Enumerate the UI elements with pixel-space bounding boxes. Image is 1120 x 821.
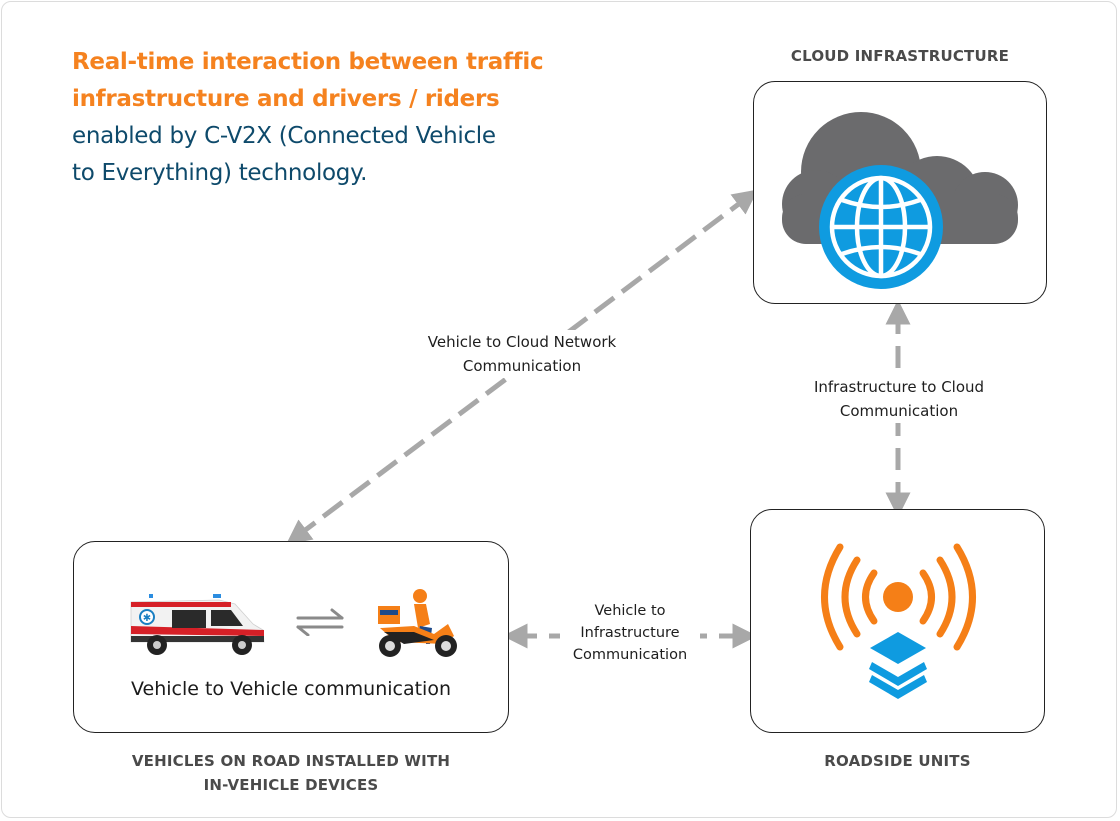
roadside-units-node xyxy=(750,509,1045,733)
vehicle-to-cloud-label-line-1: Vehicle to Cloud Network xyxy=(427,333,617,351)
vehicles-caption-line-1: VEHICLES ON ROAD INSTALLED WITH xyxy=(131,752,451,770)
headline: Real-time interaction between traffic in… xyxy=(72,44,612,192)
layers-icon xyxy=(869,632,927,699)
exchange-arrows-icon xyxy=(296,608,344,636)
svg-text:✱: ✱ xyxy=(143,613,151,624)
signal-dot xyxy=(883,582,913,612)
vehicles-caption-line-2: IN-VEHICLE DEVICES xyxy=(203,776,379,794)
roadside-units-caption: ROADSIDE UNITS xyxy=(824,752,971,770)
broadcast-antenna-icon xyxy=(821,543,976,699)
vehicles-caption: VEHICLES ON ROAD INSTALLED WITH IN-VEHIC… xyxy=(73,749,509,797)
ambulance-icon: ✱ xyxy=(130,594,265,655)
cloud-globe-icon xyxy=(782,112,1018,289)
headline-subtitle-line-1: enabled by C-V2X (Connected Vehicle xyxy=(72,123,496,149)
infrastructure-to-cloud-label: Infrastructure to Cloud Communication xyxy=(788,375,1010,423)
vehicles-node: ✱ Vehicle to Vehicle communication xyxy=(73,541,509,733)
headline-subtitle-line-2: to Everything) technology. xyxy=(72,160,368,186)
vehicle-to-infrastructure-label-line-2: Infrastructure xyxy=(580,625,680,641)
cloud-infrastructure-caption: CLOUD INFRASTRUCTURE xyxy=(790,47,1010,65)
headline-highlight-line-2: infrastructure and drivers / riders xyxy=(72,86,500,112)
vehicle-to-infrastructure-label-line-1: Vehicle to xyxy=(594,603,666,619)
delivery-scooter-icon xyxy=(378,589,457,657)
cloud-infrastructure-node xyxy=(753,81,1047,304)
infrastructure-to-cloud-label-line-1: Infrastructure to Cloud xyxy=(813,378,985,396)
headline-highlight-line-1: Real-time interaction between traffic xyxy=(72,49,544,75)
globe-icon xyxy=(819,165,943,289)
vehicle-to-cloud-label: Vehicle to Cloud Network Communication xyxy=(396,330,648,378)
vehicle-to-vehicle-text: Vehicle to Vehicle communication xyxy=(130,678,452,700)
vehicle-to-cloud-label-line-2: Communication xyxy=(462,357,582,375)
vehicle-to-infrastructure-label-line-3: Communication xyxy=(572,647,688,663)
infrastructure-to-cloud-label-line-2: Communication xyxy=(839,402,959,420)
vehicle-to-infrastructure-label: Vehicle to Infrastructure Communication xyxy=(560,600,700,666)
